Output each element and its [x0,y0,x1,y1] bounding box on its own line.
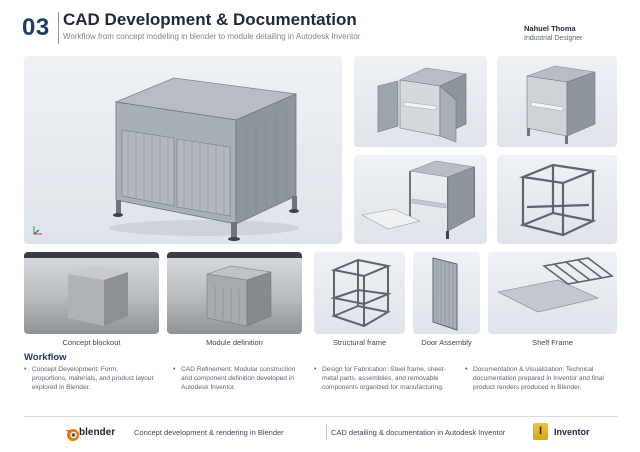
bullet: • [465,366,468,373]
door-assembly-panel [413,252,480,334]
bullet: • [24,366,27,373]
structural-frame-panel [314,252,405,334]
footer-separator [326,424,327,440]
page-title: CAD Development & Documentation [63,10,357,29]
header-divider [58,12,59,44]
module-definition-image [206,265,272,327]
caption-door-assembly: Door Assembly [421,338,472,347]
workflow-item-text: CAD Refinement: Modular construction and… [181,366,296,391]
workflow-item-text: Concept Development: Form, proportions, … [32,366,154,391]
shelf-frame-image [497,257,614,313]
viewport-toolbar [24,252,159,258]
footer: blender Concept development & rendering … [24,420,618,446]
section-number: 03 [22,14,50,41]
caption-shelf-frame: Shelf Frame [532,338,573,347]
bullet: • [314,366,317,373]
workflow-item-text: Design for Fabrication: Steel frame, she… [322,366,446,391]
footer-divider [24,416,618,417]
caption-structural-frame: Structural frame [332,338,387,347]
blender-icon [65,429,79,441]
workflow-item-cad: • CAD Refinement: Modular construction a… [173,365,303,392]
header: 03 CAD Development & Documentation Workf… [22,10,618,44]
footer-blender-text: Concept development & rendering in Blend… [134,428,284,437]
viewport-toolbar [167,252,302,258]
footer-inventor-text: CAD detailing & documentation in Autodes… [331,428,506,437]
author-name: Nahuel Thoma [524,24,576,33]
inventor-icon: I [533,423,548,440]
blender-logo: blender [64,426,128,442]
frame-render-image [518,163,598,237]
shelf-render-panel [497,56,617,147]
workflow-heading: Workflow [24,352,67,363]
cabinet-render-panel [24,56,342,244]
page-subtitle: Workflow from concept modeling in blende… [63,32,361,41]
bullet: • [173,366,176,373]
frame-render-panel [497,155,617,244]
author-block: Nahuel Thoma Industrial Designer [524,24,594,42]
concept-blockout-image [68,266,128,326]
workflow-item-fabrication: • Design for Fabrication: Steel frame, s… [314,365,454,392]
shelf-frame-panel [488,252,617,334]
caption-module-definition: Module definition [206,338,263,347]
inventor-wordmark: Inventor [554,427,590,437]
open-door-render-panel [354,56,487,147]
blender-wordmark: blender [79,427,116,438]
caption-concept-blockout: Concept blockout [62,338,121,347]
workflow-item-concept: • Concept Development: Form, proportions… [24,365,154,392]
workflow-item-text: Documentation & Visualization: Technical… [473,366,604,391]
cabinet-render-image [33,77,299,241]
panel-removed-render-panel [354,155,487,244]
door-assembly-image [432,257,458,331]
concept-blockout-panel [24,252,159,334]
workflow-item-documentation: • Documentation & Visualization: Technic… [465,365,605,392]
open-door-render-image [377,67,468,143]
structural-frame-image [330,258,392,328]
author-role: Industrial Designer [524,35,583,42]
module-definition-panel [167,252,302,334]
panel-removed-render-image [361,160,476,239]
shelf-render-image [526,65,596,144]
